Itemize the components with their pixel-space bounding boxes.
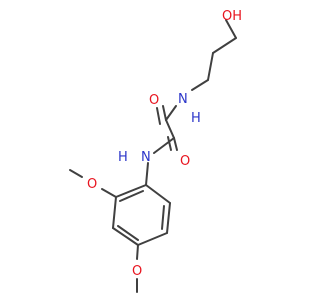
ring-bond-5-inner xyxy=(161,205,165,230)
ring-bond-6 xyxy=(145,184,171,204)
oxygen-label-methoxy-upper: O xyxy=(87,177,97,192)
oxygen-label-bottom: O xyxy=(180,154,190,169)
ring-bond-2 xyxy=(112,196,117,229)
bond-ring-o-upper xyxy=(101,188,117,198)
ring-bond-5 xyxy=(166,202,171,234)
bond-ring-o-lower xyxy=(136,244,139,260)
ring-bond-3-inner xyxy=(117,225,139,241)
oxygen-label-top: O xyxy=(149,93,159,108)
hydrogen-label-bottom: H xyxy=(118,150,128,165)
bond-n-c xyxy=(165,105,177,121)
oxygen-label-methoxy-lower: O xyxy=(132,264,142,279)
bond-c-n-bottom xyxy=(153,137,175,154)
bond-c-o-bottom-b xyxy=(167,136,172,151)
bond-o-c1 xyxy=(225,19,237,39)
ring-bond-4 xyxy=(137,232,168,246)
bond-n-ring xyxy=(145,162,149,186)
ring-bond-1 xyxy=(115,184,147,198)
bond-c2-c3 xyxy=(207,52,214,81)
bond-o-ch3-upper xyxy=(69,169,83,178)
ring-bond-3 xyxy=(112,227,139,246)
nitrogen-label-bottom: N xyxy=(141,150,151,165)
bonds xyxy=(69,19,237,293)
bond-c-o-top-a xyxy=(162,105,167,121)
bond-c-c xyxy=(165,119,175,139)
molecule-structure: OH N H O O N H O O xyxy=(69,9,242,293)
hydrogen-label-top: H xyxy=(191,111,201,126)
ring-bond-1-inner xyxy=(119,190,144,202)
hydroxyl-label: OH xyxy=(222,9,242,24)
nitrogen-label-top: N xyxy=(178,92,188,107)
atom-labels: OH N H O O N H O O xyxy=(87,9,242,279)
bond-c-o-bottom-a xyxy=(173,137,178,151)
bond-c3-n xyxy=(191,79,209,91)
bond-c1-c2 xyxy=(212,37,237,54)
bond-c-o-top-b xyxy=(156,107,161,125)
